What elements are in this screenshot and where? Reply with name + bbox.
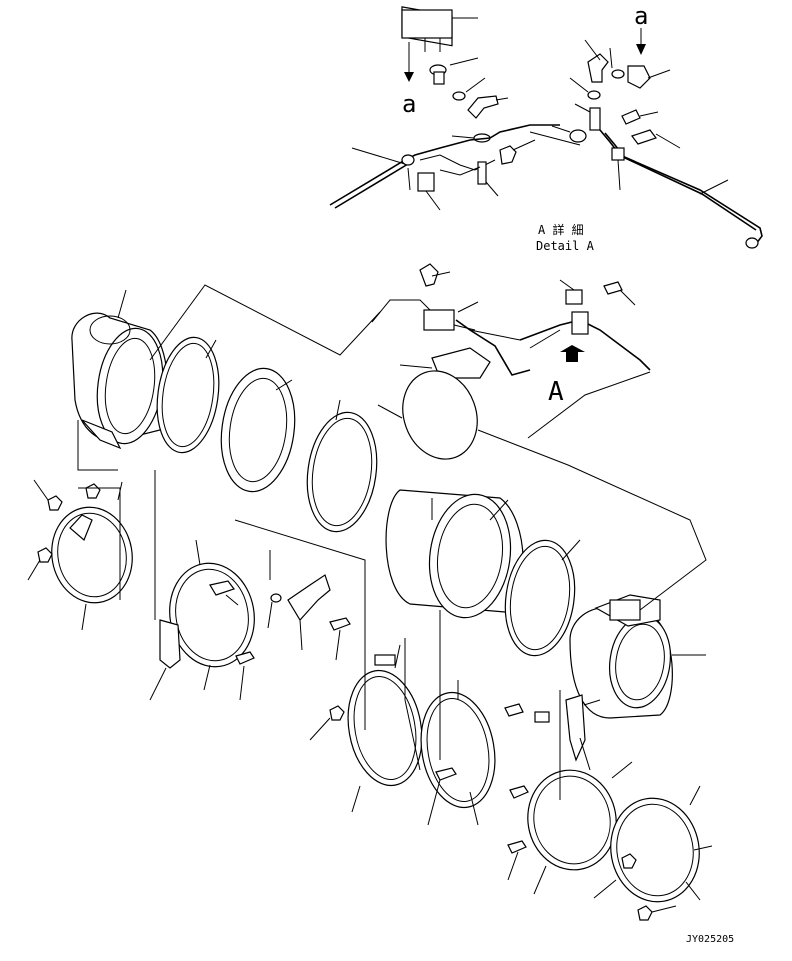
clamp-band-center-2 <box>420 680 496 826</box>
assembly-guide-lines <box>77 284 707 800</box>
right-pipe-assembly <box>529 39 763 249</box>
inlet-body <box>71 289 168 450</box>
gasket-ring-1 <box>156 336 220 454</box>
clamp-band-right-1 <box>507 761 633 895</box>
outlet-body <box>569 594 706 719</box>
end-plate-right <box>593 785 713 921</box>
clamp-band-left <box>27 479 133 631</box>
egr-sensor-assembly: A <box>519 279 651 407</box>
detail-heading-jp: A 詳 細 <box>538 222 584 237</box>
label-a-upper: a <box>634 2 648 30</box>
bracket-plate <box>267 574 351 661</box>
drawing-code: JY025205 <box>686 934 734 945</box>
detail-heading-en: Detail A <box>536 239 595 253</box>
detail-a-group: a <box>329 2 763 253</box>
center-tube <box>385 489 524 619</box>
clamp-band-mid-left <box>149 539 255 701</box>
view-marker-a: A <box>548 377 564 407</box>
arrow-a-right: a <box>634 2 648 55</box>
label-a-lower: a <box>402 90 416 118</box>
gasket-ring-2 <box>306 399 378 533</box>
left-pipe-assembly <box>329 124 560 211</box>
sensor-bracket-assembly <box>371 263 531 460</box>
clamp-band-center <box>309 644 423 813</box>
pressure-sensor <box>401 6 478 52</box>
arrow-a-left: a <box>402 42 416 118</box>
sensor-probe <box>504 694 601 771</box>
flange-ring-1 <box>220 367 296 493</box>
gasket-ring-3 <box>504 539 581 657</box>
fittings-cluster <box>429 57 509 143</box>
